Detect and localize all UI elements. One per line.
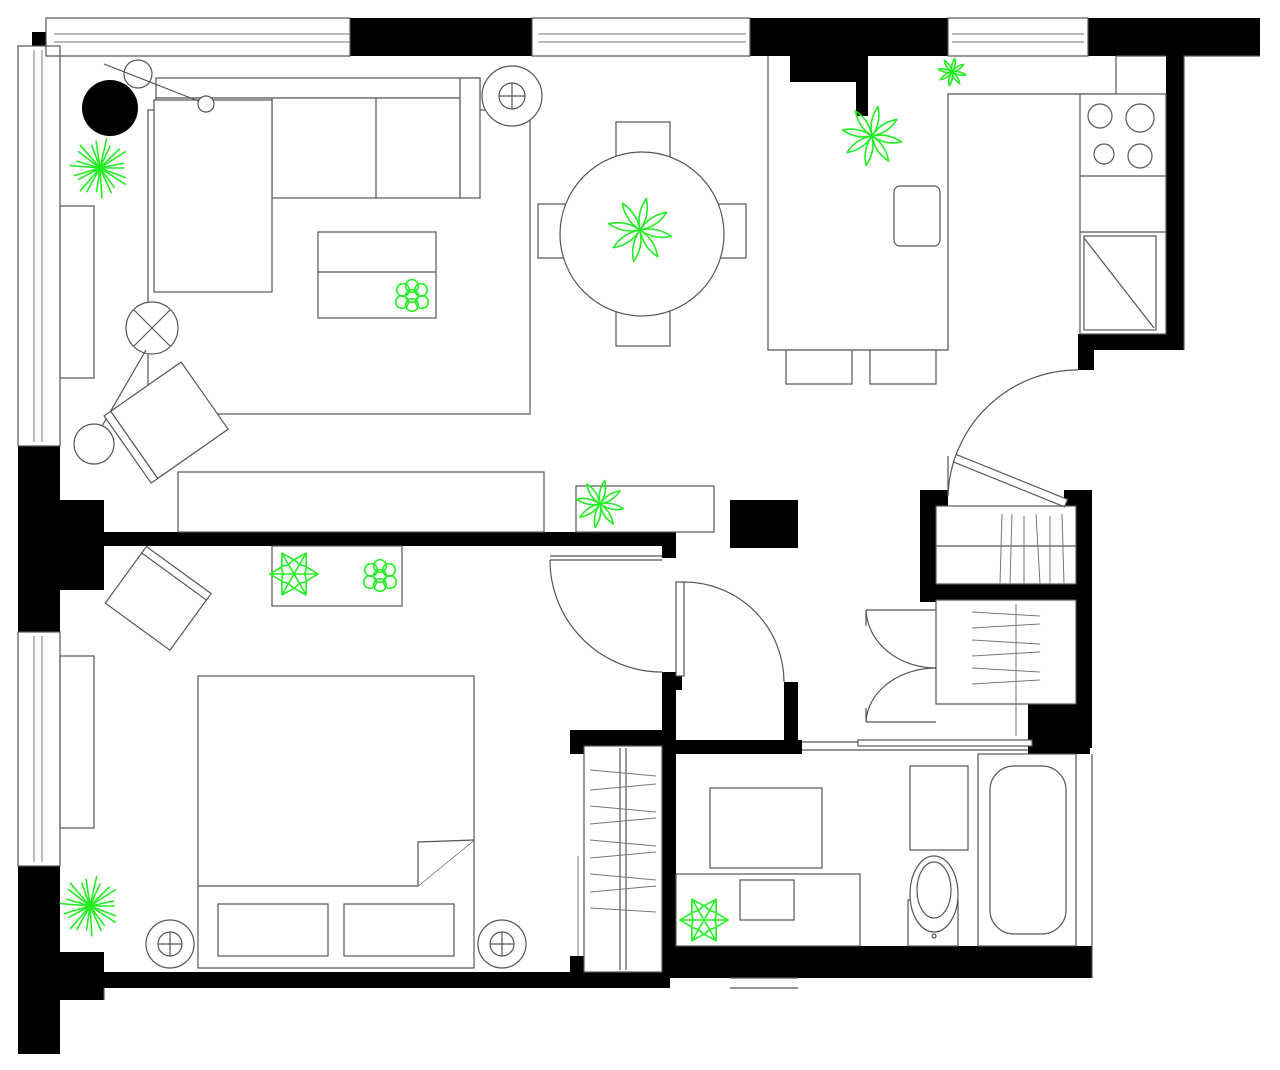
cistern [909,765,969,851]
wall-right-lower [1076,490,1092,748]
tv-console-bedroom [59,655,95,829]
potted-plant-icon [59,875,117,937]
wall-right-step [1078,334,1184,350]
potted-plant-icon [362,558,398,593]
wall-right-upper [1166,56,1184,350]
bar-stool-left [785,349,853,385]
bench [177,471,545,533]
desk-shelf [271,545,403,607]
wall-top-left-pier [32,32,46,46]
potted-plant-icon [679,898,729,942]
wall-partition-end [730,500,798,548]
wall-partition-stub [662,546,676,558]
bathroom [675,753,1077,947]
potted-plant-icon [841,105,903,167]
wall-wardrobe-top [570,730,676,746]
dining-table [559,151,725,317]
kitchen [767,55,1167,385]
wall-top-segment-3 [1088,18,1260,56]
bedroom-armchair [104,545,212,652]
bathtub [977,753,1077,947]
closet-lower [865,599,1077,736]
walls [18,18,1260,1054]
washbasin [739,879,795,921]
sink [893,185,941,247]
bedroom [59,545,663,973]
lounge-chair [73,301,229,484]
door-swing-icon [947,369,1079,508]
wall-bottom-bath [662,946,1092,978]
wall-wardrobe-left [570,730,584,754]
wall-living-bedroom [60,532,676,546]
closet-upper [935,505,1077,585]
hall-doors [549,555,1033,751]
window-top-right [947,17,1089,57]
wall-top-segment-1 [350,18,532,56]
kitchen-island-outline [767,56,1116,351]
potted-plant-icon [394,278,430,313]
round-side-table [82,80,138,136]
arc-lamp-icon [103,59,215,113]
nightstand-right [477,919,527,969]
potted-plant-icon [69,137,127,199]
wall-wardrobe-left-low [570,956,584,976]
potted-plant-icon [937,57,967,87]
plants [59,57,967,942]
wall-closet-right-top [1064,490,1092,506]
wall-closet-divider [920,584,1092,600]
wall-right-step-2 [1078,334,1094,370]
wall-closet-left [920,490,936,602]
wall-bath-left [662,740,676,976]
wall-kitchen-post [856,82,868,116]
window-left-lower [17,631,61,867]
cooktop-icon [1087,103,1155,169]
window-top-left [45,17,351,57]
wall-bath-top [662,740,802,754]
sofa [153,77,481,293]
bed [197,675,475,969]
window-top-middle [531,17,751,57]
window-left-upper [17,45,61,447]
potted-plant-icon [269,552,319,596]
washing-machine [709,787,823,869]
wall-kitchen-column [790,56,868,82]
tv-console [59,205,95,379]
wall-bottom [60,972,670,988]
wall-closet-low [1028,704,1090,738]
wall-top-segment-2 [750,18,948,56]
nightstand-left [145,919,195,969]
bar-stool-right [869,349,937,385]
toilet [907,855,959,947]
potted-plant-icon [575,479,625,529]
floor-lamp-icon [481,65,543,127]
dining-area [537,121,747,347]
living-room [59,59,715,533]
kitchen-counter [1079,93,1167,335]
wall-bath-top-right [1028,738,1090,754]
potted-plant-icon [607,197,673,263]
wardrobe [577,745,663,973]
wall-hall-stub-2 [784,682,798,754]
wall-closet-top-left [920,490,948,506]
fridge [1083,235,1157,331]
